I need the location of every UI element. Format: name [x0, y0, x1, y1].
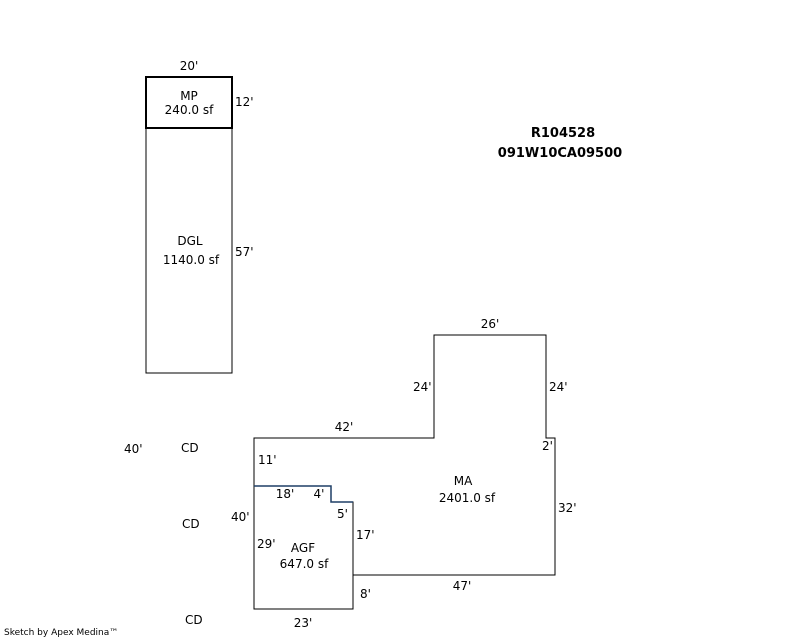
- agf-dim-right-lower: 8': [360, 587, 371, 601]
- agf-dim-left-total: 40': [231, 510, 250, 524]
- cd-dim-width: 40': [124, 442, 143, 456]
- ma-area: 2401.0 sf: [439, 491, 496, 505]
- ma-dim-right-upper: 24': [549, 380, 568, 394]
- mp-code: MP: [180, 89, 198, 103]
- dgl-dim-right: 57': [235, 245, 254, 259]
- map-number: 091W10CA09500: [498, 146, 622, 161]
- agf-dim-step-top: 4': [314, 487, 325, 501]
- ma-dim-mid-top: 42': [335, 420, 354, 434]
- agf-area: 647.0 sf: [280, 557, 329, 571]
- agf-dim-step-side: 5': [337, 507, 348, 521]
- ma-dim-top: 26': [481, 317, 500, 331]
- agf-dim-top: 18': [276, 487, 295, 501]
- agf-dim-bottom: 23': [294, 616, 313, 630]
- mp-dim-right: 12': [235, 95, 254, 109]
- ma-dim-bottom: 47': [453, 579, 472, 593]
- dgl-area: 1140.0 sf: [163, 253, 220, 267]
- mp-area: 240.0 sf: [165, 103, 214, 117]
- agf-dim-right: 17': [356, 528, 375, 542]
- ma-dim-step: 2': [542, 439, 553, 453]
- mp-dim-top: 20': [180, 59, 199, 73]
- ma-dim-left-upper: 24': [413, 380, 432, 394]
- agf-top-line: [254, 485, 353, 503]
- ma-dim-right: 32': [558, 501, 577, 515]
- ma-dim-left: 11': [258, 453, 277, 467]
- sketch-credit: Sketch by Apex Medina™: [4, 628, 119, 638]
- dgl-outline: [145, 127, 233, 374]
- ma-code: MA: [454, 474, 473, 488]
- cd-label-1: CD: [181, 441, 199, 455]
- dgl-code: DGL: [177, 234, 203, 248]
- cd-label-2: CD: [182, 517, 200, 531]
- agf-dim-left: 29': [257, 537, 276, 551]
- cd-label-3: CD: [185, 613, 203, 627]
- ma-outline: [253, 334, 556, 576]
- agf-code: AGF: [291, 541, 315, 555]
- parcel-id: R104528: [531, 126, 595, 141]
